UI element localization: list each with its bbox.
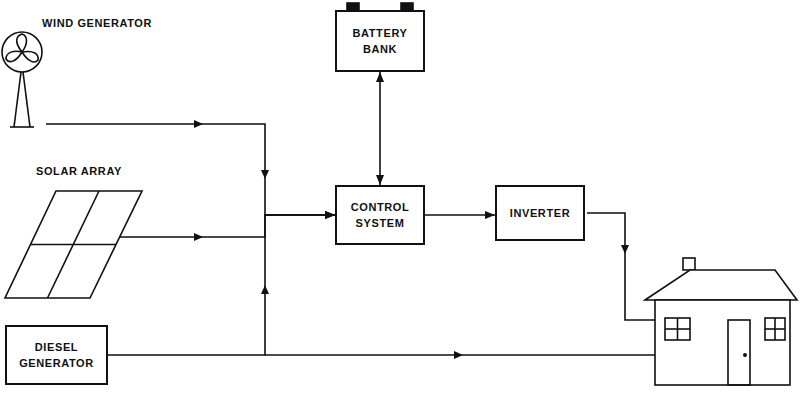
generator-box: DIESEL GENERATOR (5, 325, 108, 385)
box-text: INVERTER (510, 205, 570, 222)
node-label: WIND GENERATOR (42, 15, 152, 32)
house-symbol (645, 258, 797, 385)
solar-panel-outline (4, 190, 144, 300)
wind-turbine-symbol (2, 32, 42, 127)
battery-bank-box: BATTERY BANK (335, 10, 425, 72)
solar-array: SOLAR ARRAY (4, 190, 144, 300)
flow-connector (108, 215, 335, 355)
box-text: DIESEL GENERATOR (19, 339, 94, 372)
box-text: CONTROL SYSTEM (349, 199, 411, 232)
box-text: BATTERY BANK (349, 25, 411, 58)
flow-arrow (194, 120, 629, 359)
battery-terminal (347, 3, 413, 10)
house-wire (265, 213, 655, 355)
flow-connector (120, 215, 335, 237)
flow-connector (379, 72, 381, 185)
flow-connector (425, 214, 495, 216)
node-label: SOLAR ARRAY (36, 163, 122, 180)
process-box: CONTROL SYSTEM (335, 185, 425, 245)
wind-generator: WIND GENERATOR (0, 30, 46, 130)
process-box: INVERTER (495, 185, 585, 241)
